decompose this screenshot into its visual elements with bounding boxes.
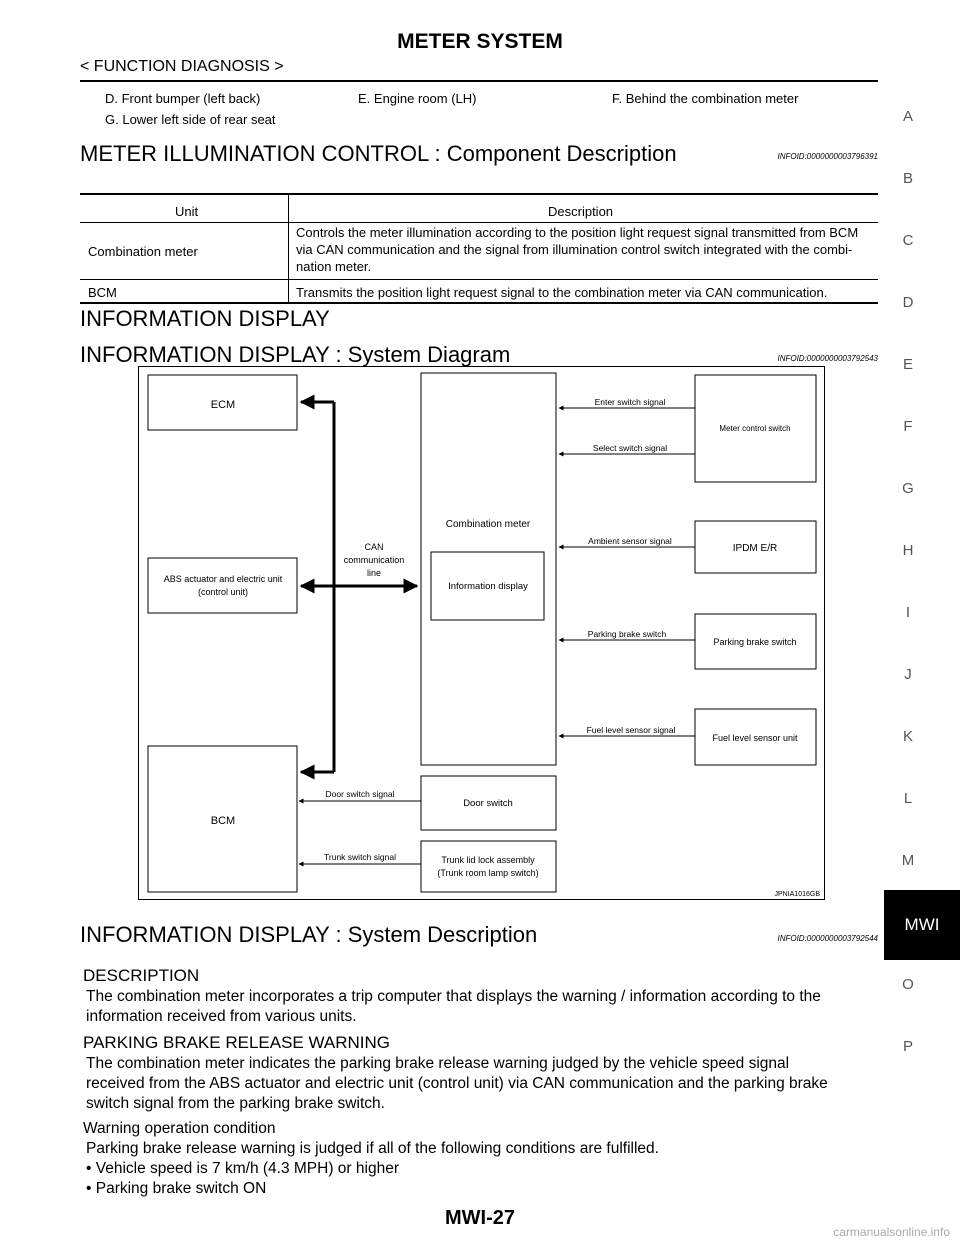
ipdm-label: IPDM E/R — [733, 543, 777, 554]
side-index-f[interactable]: F — [903, 418, 913, 435]
fuel-level-sensor-unit-label: Fuel level sensor unit — [712, 733, 798, 743]
combination-meter-label: Combination meter — [446, 519, 531, 530]
table-row-rule — [80, 279, 878, 280]
table-header-description: Description — [548, 204, 614, 219]
infoid-3: INFOID:0000000003792544 — [777, 934, 878, 943]
location-f: F. Behind the combination meter — [612, 91, 799, 106]
page-header-title: METER SYSTEM — [397, 30, 563, 53]
pb-line-2: received from the ABS actuator and elect… — [86, 1075, 828, 1092]
ecm-box — [147, 374, 298, 431]
side-index-a[interactable]: A — [902, 108, 913, 125]
trunk-switch-signal-label: Trunk switch signal — [324, 852, 396, 862]
trunk-lid-box — [420, 840, 557, 893]
diagram-code: JPNIA1016GB — [774, 891, 820, 898]
location-g: G. Lower left side of rear seat — [105, 112, 276, 127]
section-title-system-description: INFORMATION DISPLAY : System Description — [80, 922, 538, 947]
table-cell-unit: Combination meter — [88, 244, 198, 259]
infoid-1: INFOID:0000000003796391 — [777, 152, 878, 161]
location-d: D. Front bumper (left back) — [105, 91, 261, 106]
ipdm-box — [694, 520, 817, 574]
parking-brake-switch-box — [694, 613, 817, 670]
ecm-label: ECM — [211, 399, 235, 411]
desc-line-1: The combination meter incorporates a tri… — [86, 988, 821, 1005]
section-title-meter-illumination: METER ILLUMINATION CONTROL : Component D… — [80, 141, 677, 166]
location-e: E. Engine room (LH) — [358, 91, 477, 106]
table-cell-desc: Controls the meter illumination accordin… — [296, 225, 859, 274]
side-index-g[interactable]: G — [902, 480, 914, 497]
side-index-o[interactable]: O — [902, 976, 914, 993]
watermark: carmanualsonline.info — [833, 1225, 950, 1239]
side-index-mwi-active[interactable]: MWI — [884, 890, 960, 960]
system-diagram: ECM ABS actuator and electric unit (cont… — [138, 366, 825, 900]
meter-control-switch-box — [694, 374, 817, 483]
side-index-b[interactable]: B — [902, 170, 913, 187]
bcm-box — [147, 745, 298, 893]
pb-line-1: The combination meter indicates the park… — [86, 1055, 790, 1072]
table-column-divider — [288, 193, 289, 303]
ambient-sensor-signal-label: Ambient sensor signal — [588, 536, 672, 546]
abs-label-2: (control unit) — [198, 587, 248, 597]
side-index-m[interactable]: M — [901, 852, 915, 869]
fuel-level-sensor-unit-box — [694, 708, 817, 766]
side-index-p[interactable]: P — [902, 1038, 913, 1055]
can-label-2: communication — [344, 555, 405, 565]
trunk-label-1: Trunk lid lock assembly — [441, 855, 535, 865]
table-header-unit: Unit — [175, 204, 199, 219]
enter-switch-signal-label: Enter switch signal — [595, 397, 666, 407]
infoid-2: INFOID:0000000003792543 — [777, 354, 878, 363]
door-switch-signal-label: Door switch signal — [326, 789, 395, 799]
door-switch-label: Door switch — [463, 798, 513, 809]
fuel-level-signal-label: Fuel level sensor signal — [587, 725, 676, 735]
abs-box — [147, 557, 298, 614]
side-index-c[interactable]: C — [902, 232, 914, 249]
meter-control-switch-label: Meter control switch — [719, 424, 790, 433]
header-rule — [80, 80, 878, 82]
information-display-label: Information display — [448, 581, 528, 592]
table-cell-unit: BCM — [88, 285, 117, 300]
parking-brake-signal-label: Parking brake switch — [588, 629, 667, 639]
woc-bullet-2: • Parking brake switch ON — [86, 1180, 267, 1197]
side-index-j[interactable]: J — [904, 666, 912, 683]
bcm-label: BCM — [211, 815, 235, 827]
can-label-3: line — [367, 568, 381, 578]
side-index-e[interactable]: E — [902, 356, 913, 373]
select-switch-signal-label: Select switch signal — [593, 443, 667, 453]
diagram-frame — [138, 366, 825, 900]
table-header-rule — [80, 222, 878, 223]
side-index-d[interactable]: D — [902, 294, 914, 311]
parking-brake-switch-label: Parking brake switch — [713, 637, 796, 647]
table-bottom-rule — [80, 302, 878, 304]
information-display-box — [430, 551, 545, 621]
side-index-i[interactable]: I — [905, 604, 911, 621]
heading-description: DESCRIPTION — [83, 966, 200, 985]
trunk-label-2: (Trunk room lamp switch) — [437, 868, 538, 878]
can-label-1: CAN — [364, 542, 383, 552]
page-header-subtitle: < FUNCTION DIAGNOSIS > — [80, 58, 284, 75]
section-title-system-diagram: INFORMATION DISPLAY : System Diagram — [80, 342, 511, 367]
side-index-h[interactable]: H — [902, 542, 914, 559]
heading-warning-condition: Warning operation condition — [83, 1120, 276, 1137]
woc-bullet-1: • Vehicle speed is 7 km/h (4.3 MPH) or h… — [86, 1160, 399, 1177]
side-index-k[interactable]: K — [902, 728, 913, 745]
section-title-information-display: INFORMATION DISPLAY — [80, 306, 330, 331]
heading-parking-brake: PARKING BRAKE RELEASE WARNING — [83, 1033, 391, 1052]
pb-line-3: switch signal from the parking brake swi… — [86, 1095, 385, 1112]
table-cell-desc: Transmits the position light request sig… — [296, 285, 828, 300]
table-top-rule — [80, 193, 878, 195]
abs-label-1: ABS actuator and electric unit — [164, 574, 283, 584]
door-switch-box — [420, 775, 557, 831]
page-number: MWI-27 — [445, 1207, 515, 1229]
desc-line-2: information received from various units. — [86, 1008, 357, 1025]
side-index-l[interactable]: L — [903, 790, 913, 807]
woc-line-1: Parking brake release warning is judged … — [86, 1140, 659, 1157]
